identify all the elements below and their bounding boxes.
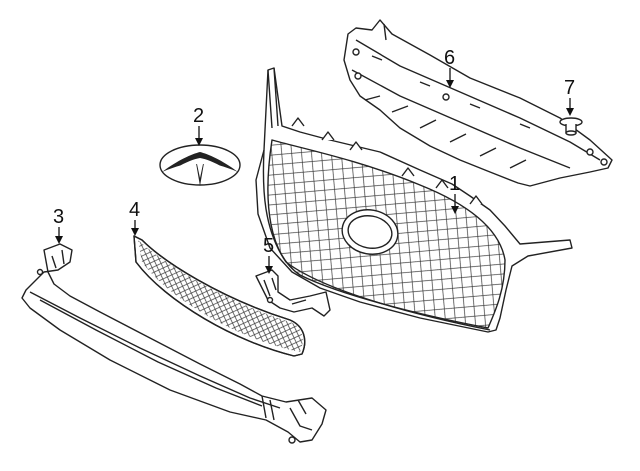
callout-label: 6	[444, 47, 455, 69]
callout-label: 7	[564, 77, 575, 99]
callout-4: 4	[129, 199, 140, 236]
callout-label: 1	[449, 173, 460, 195]
infiniti-emblem	[159, 144, 241, 186]
callout-1: 1	[449, 173, 460, 214]
upper-support	[343, 19, 613, 187]
callout-label: 4	[129, 199, 140, 221]
lower-bracket	[21, 243, 327, 444]
callout-label: 2	[193, 105, 204, 127]
callout-7: 7	[564, 77, 575, 116]
callout-label: 3	[53, 206, 64, 228]
callout-5: 5	[263, 235, 274, 274]
callout-6: 6	[444, 47, 455, 88]
callout-3: 3	[53, 206, 64, 244]
side-bracket	[255, 269, 331, 317]
callout-label: 5	[263, 235, 274, 257]
callout-2: 2	[193, 105, 204, 146]
clip-fastener	[559, 117, 583, 136]
